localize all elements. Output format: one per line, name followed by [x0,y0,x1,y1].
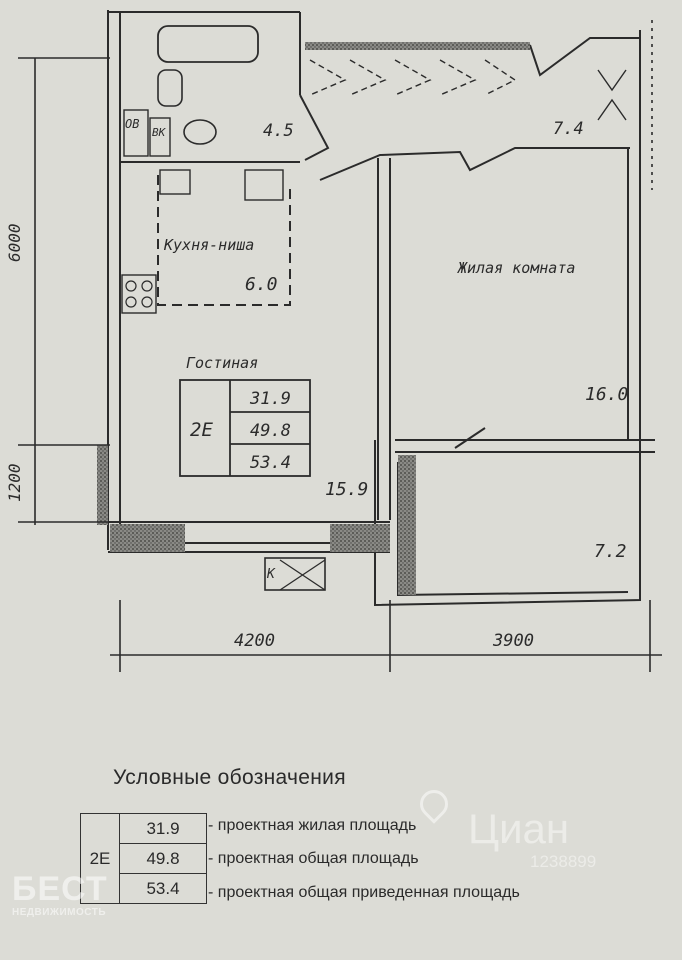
legend-desc-total: - проектная общая площадь [208,850,419,867]
balcony-door [454,427,486,449]
room-bedroom-area: 16.0 [585,384,628,405]
room-hall-area: 7.4 [553,119,584,139]
watermark-right-logo: Циан [468,805,570,852]
legend-row: 49.8 [81,843,207,874]
vent-box-cross [279,559,326,591]
burner [125,280,137,292]
apartment-code: 2E [190,419,213,441]
bathtub [157,25,259,63]
apartment-area-reduced: 53.4 [250,453,291,473]
room-bedroom-name: Жилая комната [457,259,575,277]
sink [157,69,183,107]
wall-hatch-balcony [398,455,416,595]
legend-value-living: 31.9 [119,813,207,844]
balcony-inner [397,462,629,597]
kitchen-counter [244,169,284,201]
legend-table: 2Е 31.9 49.8 53.4 [80,813,207,904]
watermark-pin-icon [414,784,454,824]
legend-row: 2Е 31.9 [80,813,207,904]
dim-width-left: 4200 [234,631,275,651]
legend-value-total: 49.8 [119,843,207,874]
label-ov: ОВ [125,117,139,131]
apartment-area-total: 49.8 [250,421,291,441]
legend-title: Условные обозначения [113,766,346,789]
legend-code: 2Е [80,813,120,904]
room-living-area: 15.9 [325,479,368,500]
floor-plan: 6000 1200 4200 3900 ОВ ВК К 4.5 7.4 Кухн… [5,10,662,672]
watermark-left-logo: БЕСТ [12,870,108,908]
legend-row: 53.4 [81,873,207,904]
dim-height-bottom: 1200 [5,463,24,502]
hall-zigzag [309,59,517,96]
kitchen-dash [157,175,291,306]
toilet [183,119,217,145]
bath-corridor-wall [299,94,330,161]
watermark-left-sub: НЕДВИЖИМОСТЬ [12,907,107,918]
shaft-ov [123,109,149,157]
stove [121,274,157,314]
vent-box [264,557,326,591]
dim-height-top: 6000 [5,223,24,262]
burner [125,296,137,308]
room-living-name: Гостиная [186,354,258,372]
wall-hatch-top [305,42,530,50]
burner [141,280,153,292]
watermark-right-id: 1238899 [530,852,597,871]
room-kitchen-name: Кухня-ниша [163,236,254,254]
label-vk: ВК [152,126,167,139]
room-balcony-area: 7.2 [594,541,627,562]
closet-zigzag [597,69,627,121]
wall-hatch-left [97,445,108,525]
legend-desc-reduced: - проектная общая приведенная площадь [208,884,520,901]
burner [141,296,153,308]
room-bath-area: 4.5 [263,121,294,141]
shaft-vk [149,117,171,157]
wall-hatch-bottom-right [330,524,390,552]
area-box [179,379,311,477]
legend-desc-living: - проектная жилая площадь [208,817,417,834]
wall-hatch-bottom-left [110,524,185,552]
apartment-area-living: 31.9 [249,389,291,409]
kitchen-sink [159,169,191,195]
legend-value-reduced: 53.4 [119,873,207,904]
dim-width-right: 3900 [492,631,534,651]
hall-bottom [319,147,630,181]
room-kitchen-area: 6.0 [245,274,278,295]
hall-angle [529,37,640,77]
label-k: К [266,567,276,582]
